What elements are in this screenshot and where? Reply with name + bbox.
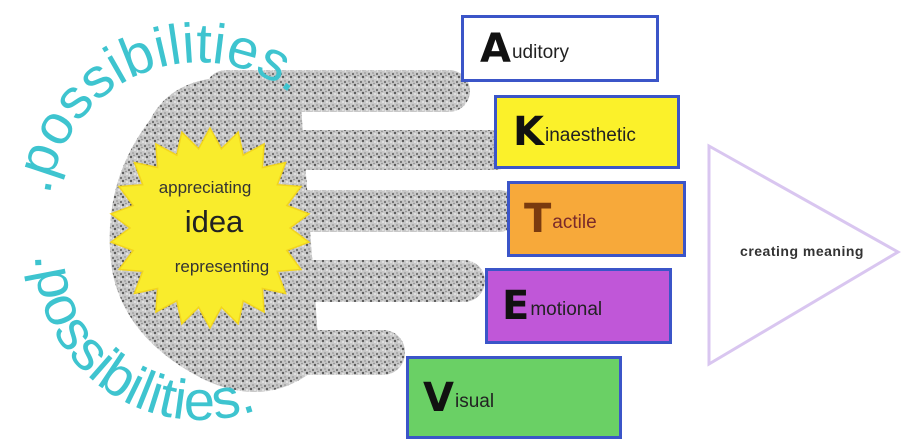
visual-rest: isual [455,391,494,413]
visual-initial: V [423,378,454,418]
star-bottom-text: representing [175,257,270,276]
tactile-rest: actile [552,212,596,234]
emotional-initial: E [502,286,529,326]
auditory-rest: uditory [512,42,569,64]
arrow-label: creating meaning [740,243,864,259]
star-top-text: appreciating [159,178,252,197]
creating-meaning-arrow: creating meaning [709,146,898,364]
tactile-initial: T [524,199,551,239]
emotional-rest: motional [530,299,602,321]
auditory-initial: A [480,29,511,69]
star-center-text: idea [185,204,244,239]
kinaesthetic-rest: inaesthetic [545,125,636,147]
kinaesthetic-initial: K [513,112,544,152]
